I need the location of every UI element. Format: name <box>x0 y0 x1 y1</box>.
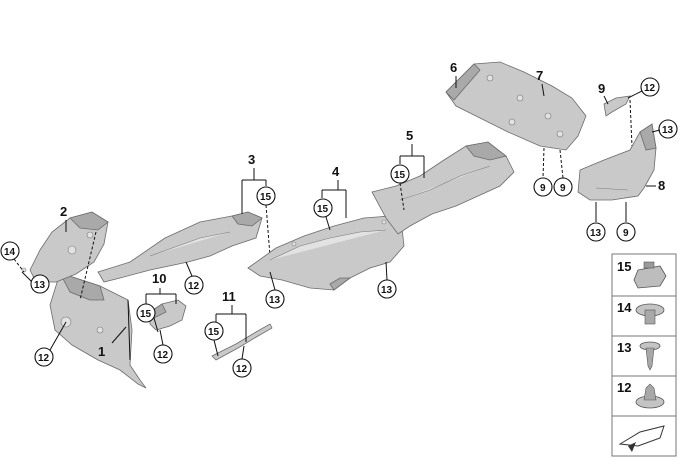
part-1-wheel-arch-shield <box>49 272 147 389</box>
part-label-9: 9 <box>598 81 605 96</box>
leader-5 <box>399 144 425 178</box>
callout-13-part7: 13 <box>651 119 678 139</box>
svg-text:12: 12 <box>188 281 200 292</box>
callout-13-part4: 13 <box>265 271 285 309</box>
callout-13-part2: 13 <box>21 271 50 294</box>
svg-text:12: 12 <box>157 350 169 361</box>
leader-7 <box>541 83 545 97</box>
leader-3 <box>241 168 267 214</box>
legend-label-14: 14 <box>617 300 632 315</box>
part-label-2: 2 <box>60 204 67 219</box>
part-10-bracket <box>149 299 187 331</box>
part-label-3: 3 <box>248 152 255 167</box>
part-4-center-shield <box>247 215 405 291</box>
svg-text:13: 13 <box>590 228 602 239</box>
leader-1 <box>111 326 127 344</box>
legend-label-13: 13 <box>617 340 631 355</box>
part-6-rear-shield <box>445 61 587 151</box>
svg-text:15: 15 <box>260 192 272 203</box>
callout-13-part4b: 13 <box>377 261 397 299</box>
dash-9-to-8 <box>629 99 633 147</box>
svg-text:15: 15 <box>394 170 406 181</box>
part-11-strip <box>211 323 273 361</box>
part-2-upper-shield <box>21 211 109 283</box>
svg-text:13: 13 <box>269 295 281 306</box>
direction-arrow-icon <box>618 425 665 452</box>
legend-label-15: 15 <box>617 259 631 274</box>
callout-15-part3: 15 <box>256 186 276 257</box>
svg-text:15: 15 <box>140 309 152 320</box>
callout-12-part9: 12 <box>627 77 660 99</box>
svg-text:12: 12 <box>38 353 50 364</box>
part-label-8: 8 <box>658 178 665 193</box>
leader-4 <box>321 180 347 218</box>
svg-text:13: 13 <box>34 280 46 291</box>
screw-icon <box>639 341 661 371</box>
part-label-4: 4 <box>332 164 340 179</box>
callout-15-part5: 15 <box>390 164 410 211</box>
legend-label-12: 12 <box>617 380 631 395</box>
svg-text:12: 12 <box>644 83 656 94</box>
part-label-7: 7 <box>536 68 543 83</box>
callout-9-a: 9 <box>533 147 553 197</box>
part-label-10: 10 <box>152 271 166 286</box>
legend-box-14 <box>611 295 677 337</box>
part-label-5: 5 <box>406 128 413 143</box>
svg-text:9: 9 <box>560 183 566 194</box>
part-label-6: 6 <box>450 60 457 75</box>
part-9-bracket <box>603 95 631 117</box>
plastic-nut-icon <box>635 303 665 325</box>
leader-10 <box>145 288 177 304</box>
dash-2-to-1 <box>79 231 97 301</box>
callout-12-part1: 12 <box>34 321 67 367</box>
svg-text:9: 9 <box>540 183 546 194</box>
callout-9-c: 9 <box>616 202 636 242</box>
callout-15-part11: 15 <box>204 321 224 357</box>
collar-nut-icon <box>635 383 665 409</box>
leader-9 <box>603 95 609 105</box>
callout-12-part3: 12 <box>184 261 204 295</box>
svg-text:13: 13 <box>662 125 674 136</box>
callout-13-part8: 13 <box>586 202 606 242</box>
legend: 15 14 13 12 <box>611 253 677 457</box>
part-8-rear-corner-shield <box>577 123 657 201</box>
svg-text:9: 9 <box>623 228 629 239</box>
svg-text:15: 15 <box>208 327 220 338</box>
svg-text:13: 13 <box>381 285 393 296</box>
callout-15-part10: 15 <box>136 303 159 333</box>
svg-text:14: 14 <box>4 247 16 258</box>
leader-11 <box>215 305 247 342</box>
svg-text:15: 15 <box>317 204 329 215</box>
callout-15-part4: 15 <box>313 198 333 231</box>
callout-12-part11: 12 <box>232 345 252 378</box>
svg-text:12: 12 <box>236 364 248 375</box>
clip-nut-icon <box>633 261 667 289</box>
part-5-tunnel-rear-shield <box>371 141 515 235</box>
callout-9-b: 9 <box>553 149 573 197</box>
part-label-11: 11 <box>222 289 236 304</box>
callout-12-part10: 12 <box>153 329 173 364</box>
part-label-1: 1 <box>98 344 105 359</box>
callout-14: 14 <box>0 241 25 273</box>
part-3-tunnel-shield <box>97 211 263 283</box>
legend-box-12 <box>611 375 677 417</box>
